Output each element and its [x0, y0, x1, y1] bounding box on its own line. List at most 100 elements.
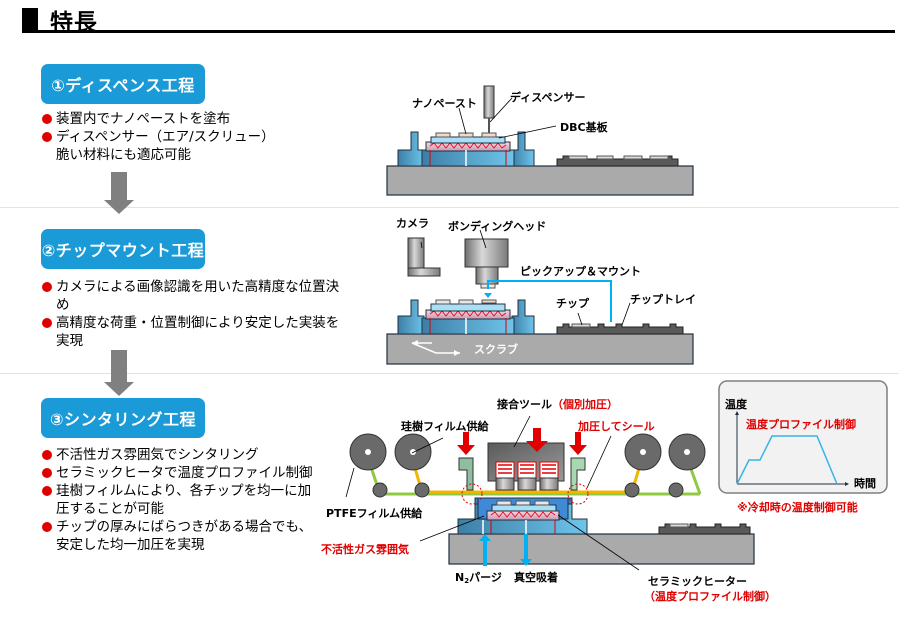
bullet-item: チップの厚みにばらつきがある場合でも、 [42, 518, 313, 536]
bullet-continuation: 圧することが可能 [56, 501, 164, 517]
stage-wall-left [397, 131, 425, 167]
flow-arrow-icon [104, 350, 134, 396]
press-pin [495, 477, 515, 491]
press-pin [539, 477, 559, 491]
step-2-label: ②チップマウント工程 [41, 229, 205, 269]
label-inert-gas: 不活性ガス雰囲気 [321, 542, 409, 556]
bullet-dot-icon [42, 114, 52, 124]
inset-xlabel: 時間 [854, 476, 876, 490]
label-chip-tray: チップトレイ [630, 292, 696, 306]
inset-title: 温度プロファイル制御 [746, 417, 856, 431]
seal-zone [567, 483, 589, 505]
seal-clamp-left [458, 457, 474, 491]
dispenser-nozzle [483, 85, 495, 119]
section-divider [0, 207, 899, 208]
label-n2-purge: N2パージ [455, 571, 502, 585]
inset-ylabel: 温度 [725, 397, 748, 411]
inset-note: ※冷却時の温度制御可能 [737, 500, 858, 514]
bullet-item: カメラによる画像認識を用いた高精度な位置決 [42, 278, 339, 296]
label-camera: カメラ [396, 217, 429, 230]
springs [495, 461, 559, 479]
header-marker [22, 8, 38, 32]
chip-mount-diagram: カメラ ボンディングヘッド ピックアップ＆マウント チップ チップトレイ スクラ… [386, 217, 696, 365]
bullet-dot-icon [42, 318, 52, 328]
dispenser-needle [488, 118, 490, 133]
base-plate [386, 333, 694, 365]
bullet-continuation: 実現 [56, 333, 83, 349]
press-pin [517, 477, 537, 491]
stage-wall-right [511, 131, 535, 167]
label-dispenser: ディスペンサー [510, 90, 585, 104]
mount-arrow-icon [484, 293, 492, 298]
n2-purge-arrow-icon [479, 534, 491, 566]
dispense-diagram: ナノペースト ディスペンサー DBC基板 [386, 85, 694, 196]
label-heater-note: （温度プロファイル制御） [644, 589, 776, 603]
header-underline [22, 30, 895, 33]
dbc-substrate [430, 136, 506, 144]
stage-body [421, 317, 515, 335]
bullet-dot-icon [42, 282, 52, 292]
step-1-label: ①ディスペンス工程 [41, 64, 205, 104]
stage-body [421, 149, 515, 167]
camera-body [407, 237, 425, 269]
bullet-dot-icon [42, 132, 52, 142]
label-pick-mount: ピックアップ＆マウント [520, 264, 641, 278]
label-ceramic-heater: セラミックヒーター [648, 575, 747, 588]
mounted-chip [458, 299, 474, 305]
label-bonding-tool: 接合ツール（個別加圧） [497, 397, 618, 411]
step-3-bullets: 不活性ガス雰囲気でシンタリング セラミックヒータで温度プロファイル制御 珪樹フィ… [42, 446, 313, 554]
paste-dot [481, 132, 497, 138]
label-ptfe-film: PTFEフィルム供給 [326, 506, 423, 520]
seal-zone [461, 483, 483, 505]
stage-wall-right [511, 299, 535, 335]
section-divider [0, 373, 899, 374]
bullet-item: 高精度な荷重・位置制御により安定した実装を [42, 314, 339, 332]
bullet-item: 珪樹フィルムにより、各チップを均一に加 [42, 482, 313, 500]
stage-wall-left [397, 299, 425, 335]
step-2-bullets: カメラによる画像認識を用いた高精度な位置決 め 高精度な荷重・位置制御により安定… [42, 278, 339, 350]
paste-dot [435, 132, 451, 138]
temperature-profile-inset: 温度 時間 温度プロファイル制御 ※冷却時の温度制御可能 [718, 380, 888, 514]
mounted-chip [435, 299, 451, 305]
label-silicone-film: 珪樹フィルム供給 [401, 419, 490, 433]
tray-chip [571, 323, 591, 328]
step-3-label: ③シンタリング工程 [41, 398, 205, 438]
bullet-item: 装置内でナノペーストを塗布 [42, 110, 275, 128]
chip-tray [658, 523, 751, 535]
sintering-diagram: 接合ツール（個別加圧） 珪樹フィルム供給 加圧してシール PTFEフィルム供給 … [321, 397, 776, 603]
label-chip: チップ [556, 296, 590, 310]
label-bonding-head: ボンディングヘッド [448, 219, 546, 233]
bullet-dot-icon [42, 522, 52, 532]
pick-mount-path [487, 280, 612, 322]
bullet-continuation: 安定した均一加圧を実現 [56, 537, 205, 553]
flow-arrow-icon [104, 172, 134, 214]
bullet-item: 不活性ガス雰囲気でシンタリング [42, 446, 313, 464]
bullet-dot-icon [42, 468, 52, 478]
profile-curve [736, 435, 838, 485]
dbc-substrate [491, 504, 557, 512]
film-rollers [349, 433, 706, 498]
step-1-bullets: 装置内でナノペーストを塗布 ディスペンサー（エア/スクリュー） 脆い材料にも適応… [42, 110, 275, 164]
bullet-continuation: め [56, 297, 70, 313]
bullet-continuation: 脆い材料にも適応可能 [56, 147, 191, 163]
label-dbc-substrate: DBC基板 [560, 120, 609, 134]
camera-lens [407, 267, 441, 277]
scrub-arrow-icon [411, 342, 460, 354]
label-seal: 加圧してシール [577, 419, 655, 433]
dbc-substrate [430, 303, 506, 312]
label-vacuum: 真空吸着 [514, 570, 558, 584]
bullet-item: ディスペンサー（エア/スクリュー） [42, 128, 275, 146]
bullet-dot-icon [42, 486, 52, 496]
base-plate [448, 533, 755, 565]
seal-clamp-right [570, 457, 586, 491]
label-scrub: スクラブ [474, 342, 518, 356]
bullet-item: セラミックヒータで温度プロファイル制御 [42, 464, 313, 482]
bonding-head [464, 238, 509, 268]
press-arrow-icon [457, 428, 587, 455]
inset-frame [718, 380, 888, 494]
bullet-dot-icon [42, 450, 52, 460]
base-plate [386, 165, 694, 196]
vacuum-arrow-icon [520, 534, 532, 566]
paste-dot [481, 299, 497, 304]
